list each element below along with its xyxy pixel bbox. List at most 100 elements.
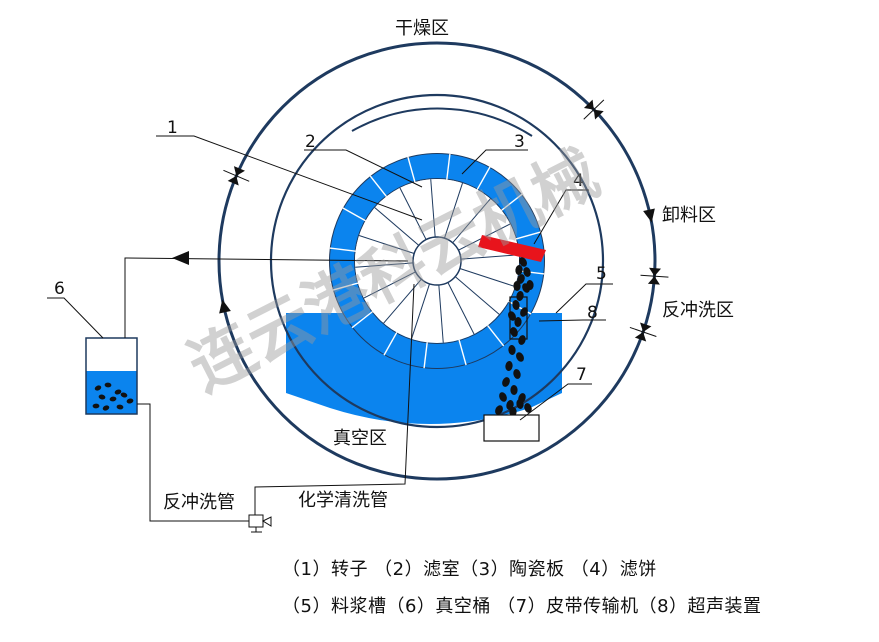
chemical-pipe-label: 化学清洗管 bbox=[298, 490, 388, 511]
ring-segment-divider bbox=[501, 193, 523, 211]
cake-particle bbox=[519, 257, 527, 267]
vacuum-tank bbox=[85, 337, 138, 415]
rotor-spoke bbox=[383, 278, 422, 324]
ring-segment-divider bbox=[351, 311, 373, 329]
falling-filter-cake bbox=[495, 257, 534, 417]
callout-5: 5 bbox=[596, 264, 607, 284]
rotor-spoke bbox=[363, 271, 416, 299]
ring-segment-divider bbox=[329, 247, 356, 252]
tank-particle bbox=[126, 398, 134, 404]
tank-particle bbox=[98, 394, 106, 400]
valve-icon bbox=[634, 331, 647, 342]
ring-direction-arrows bbox=[219, 99, 669, 342]
cake-particle bbox=[513, 369, 521, 379]
tank-particle bbox=[92, 403, 100, 409]
cake-particle bbox=[512, 300, 520, 310]
rotor-spoke bbox=[443, 182, 463, 239]
tank-particle bbox=[94, 385, 102, 391]
ring-segment-divider bbox=[423, 342, 428, 369]
callout-7: 7 bbox=[576, 365, 587, 385]
cake-particle bbox=[499, 392, 507, 402]
callout-8: 8 bbox=[587, 303, 598, 323]
vacuum-line bbox=[124, 257, 409, 338]
ring-segment-divider bbox=[383, 332, 398, 356]
callout-1: 1 bbox=[167, 118, 178, 138]
filter-cake-plate bbox=[478, 235, 546, 262]
cake-particle bbox=[515, 265, 523, 275]
valve-icon bbox=[640, 322, 652, 332]
valve-mark bbox=[640, 274, 669, 278]
rotor-spoke bbox=[438, 284, 444, 343]
ring-segment-divider bbox=[476, 166, 491, 190]
cake-particle bbox=[510, 327, 518, 337]
outer-drum-ring bbox=[217, 41, 657, 481]
valve-icon bbox=[593, 109, 604, 120]
cake-particle bbox=[516, 352, 524, 362]
ring-arrow-icon bbox=[643, 208, 655, 223]
slurry-tank-circle bbox=[269, 93, 605, 429]
ring-segment-divider bbox=[342, 207, 366, 222]
rotor-spoke bbox=[460, 254, 519, 260]
rotor-spoke bbox=[355, 262, 414, 268]
valve-icon bbox=[647, 276, 660, 285]
cake-particle bbox=[510, 385, 518, 395]
callout-4: 4 bbox=[573, 171, 584, 191]
rotor-spoke bbox=[358, 235, 415, 255]
ring-arrow-icon bbox=[219, 299, 231, 314]
drying-arc bbox=[351, 107, 533, 137]
cake-particle bbox=[516, 291, 524, 301]
cake-particle bbox=[495, 405, 503, 415]
zone-drying: 干燥区 bbox=[395, 18, 449, 39]
vacuum-tank-particles bbox=[92, 382, 134, 411]
pump-icon bbox=[248, 514, 272, 533]
valve-mark bbox=[583, 99, 605, 120]
rotor-spoke bbox=[454, 276, 500, 315]
rotor-spoke bbox=[411, 283, 431, 340]
valve-icon bbox=[649, 267, 662, 277]
rotor-spoke bbox=[430, 179, 436, 238]
belt-conveyor-box bbox=[483, 414, 540, 442]
zone-unloading: 卸料区 bbox=[662, 205, 716, 226]
legend-line-2: （5）料浆槽（6）真空桶 （7）皮带传输机（8）超声装置 bbox=[282, 596, 762, 617]
filter-ring-outer-edge bbox=[329, 153, 545, 369]
tank-particle bbox=[114, 389, 122, 395]
cake-particle bbox=[508, 311, 516, 321]
cake-particle bbox=[518, 335, 526, 345]
ring-segments bbox=[329, 153, 545, 369]
vacuum-line-arrow-icon bbox=[172, 251, 189, 265]
rotor-spoke bbox=[374, 207, 420, 246]
cake-particle bbox=[518, 393, 526, 403]
ring-segment-divider bbox=[487, 325, 505, 347]
rotor-spoke bbox=[399, 187, 427, 240]
tank-particle bbox=[120, 392, 128, 398]
ring-segment-divider bbox=[458, 339, 467, 366]
rotor-spoke bbox=[459, 267, 516, 287]
cake-particle bbox=[505, 361, 513, 371]
backflush-pipe-line bbox=[137, 403, 252, 522]
cake-particle bbox=[517, 274, 525, 284]
zone-vacuum: 真空区 bbox=[333, 428, 387, 449]
cake-particle bbox=[502, 377, 510, 387]
filter-chamber-ring bbox=[329, 153, 545, 369]
tank-particle bbox=[116, 404, 124, 410]
cake-particle bbox=[514, 317, 522, 327]
ring-segment-divider bbox=[518, 270, 545, 275]
cake-particle bbox=[508, 345, 516, 355]
zone-backflush: 反冲洗区 bbox=[662, 300, 734, 321]
valve-icon bbox=[583, 99, 594, 110]
cake-particle bbox=[523, 267, 531, 277]
rotor-spokes bbox=[355, 179, 519, 343]
cake-particle bbox=[513, 281, 521, 291]
valve-icon bbox=[233, 166, 245, 176]
callout-leaders bbox=[47, 135, 613, 421]
valve-icon bbox=[227, 175, 239, 186]
legend-line-1: （1）转子 （2）滤室（3）陶瓷板 （4）滤饼 bbox=[282, 559, 657, 580]
chemical-pipe-line bbox=[254, 283, 415, 515]
rotor-spoke bbox=[452, 198, 491, 244]
ring-segment-divider bbox=[332, 282, 359, 291]
callout-3: 3 bbox=[514, 132, 525, 152]
tank-particle bbox=[104, 382, 112, 388]
tank-particle bbox=[102, 405, 110, 411]
rotor-hub bbox=[412, 236, 462, 286]
